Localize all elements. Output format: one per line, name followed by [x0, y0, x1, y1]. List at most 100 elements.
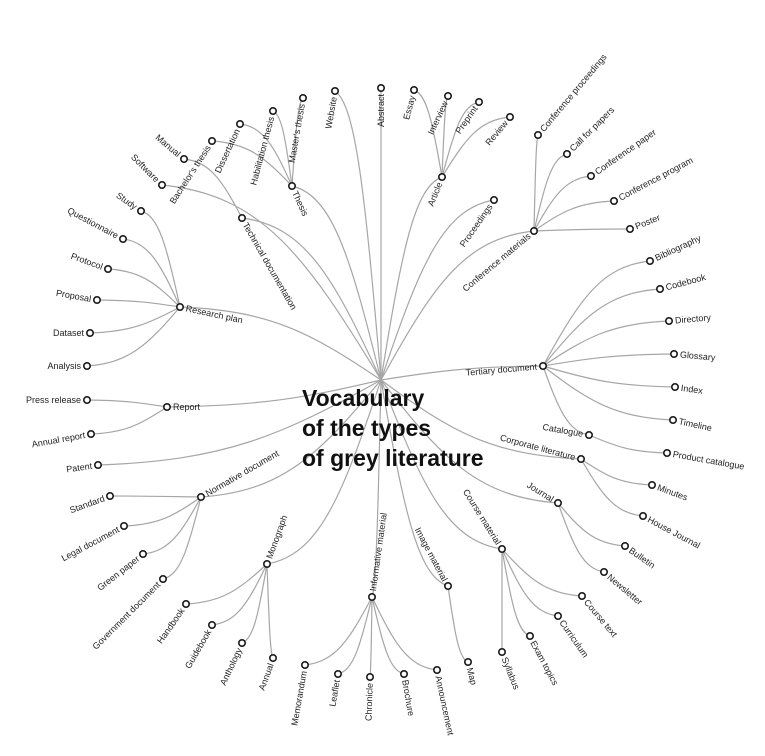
label-brochure: Brochure [400, 679, 416, 717]
edge-minutes [580, 458, 653, 486]
edge-index [542, 365, 676, 388]
node-catalogue [584, 430, 593, 439]
label-house-journal: House Journal [646, 514, 702, 550]
label-leaflet: Leaflet [327, 679, 342, 708]
node-analysis [83, 361, 92, 370]
label-legal-document: Legal document [60, 524, 122, 563]
label-review: Review [483, 118, 510, 147]
edge-image-material [380, 379, 449, 587]
label-timeline: Timeline [678, 416, 713, 433]
label-memorandum: Memorandum [289, 670, 308, 726]
label-proposal: Proposal [55, 288, 92, 304]
node-abstract [376, 84, 385, 93]
edge-analysis [86, 306, 181, 367]
node-minutes [647, 480, 656, 489]
edge-conference-materials [380, 230, 535, 381]
edge-directory [542, 320, 670, 367]
label-course-text: Course text [582, 597, 620, 639]
label-patent: Patent [66, 461, 94, 475]
edge-informative-material [371, 379, 382, 598]
edge-curriculum [501, 548, 559, 617]
label-proceedings: Proceedings [458, 202, 495, 249]
node-conference-materials [529, 227, 538, 236]
edge-standard [109, 495, 202, 498]
edge-handbook [185, 563, 268, 605]
label-manual: Manual [154, 132, 183, 159]
edge-proceedings [380, 199, 495, 381]
node-standard [106, 491, 115, 500]
edge-leaflet [337, 596, 373, 675]
label-course-material: Course material [461, 487, 503, 546]
node-conference-program [609, 197, 618, 206]
edge-poster [533, 228, 631, 232]
edge-annual-report [90, 406, 168, 435]
edge-questionnaire [122, 238, 181, 308]
label-annual: Annual [257, 662, 276, 692]
node-announcement [432, 665, 441, 674]
diagram-title: Vocabulary of the types of grey literatu… [302, 383, 484, 473]
label-chronicle: Chronicle [363, 683, 374, 721]
label-monograph: Monograph [264, 514, 289, 560]
node-dissertation [236, 120, 245, 129]
label-green-paper: Green paper [95, 554, 141, 593]
node-research-plan [176, 302, 185, 311]
label-syllabus: Syllabus [500, 656, 522, 692]
node-course-material [497, 544, 506, 553]
node-directory [664, 316, 673, 325]
edge-bulletin [557, 502, 626, 547]
edge-corporate-literature [380, 379, 582, 460]
node-manual [180, 155, 189, 164]
edge-announcement [371, 596, 438, 671]
node-brochure [399, 669, 408, 678]
label-anthology: Anthology [218, 646, 244, 687]
label-announcement: Announcement [433, 675, 455, 737]
label-habilitation-thesis: Habilitation thesis [248, 115, 276, 186]
node-chronicle [365, 672, 374, 681]
edge-course-material [380, 379, 503, 550]
node-interview [443, 92, 452, 101]
node-conference-paper [586, 172, 595, 181]
edge-monograph [266, 379, 382, 565]
edge-product-catalogue [588, 434, 668, 454]
edge-timeline [542, 365, 674, 421]
edge-bibliography [542, 260, 651, 367]
node-image-material [443, 581, 452, 590]
label-dissertation: Dissertation [213, 127, 242, 174]
edge-brochure [371, 596, 405, 675]
label-press-release: Press release [26, 395, 81, 405]
edge-report [166, 379, 382, 408]
label-exam-topics: Exam topics [528, 639, 560, 687]
label-conference-paper: Conference paper [593, 127, 658, 177]
node-essay [409, 86, 418, 95]
edge-protocol [107, 268, 181, 308]
edge-study [140, 210, 181, 308]
edge-website [334, 90, 382, 381]
node-questionnaire [119, 235, 128, 244]
node-master-s-thesis [298, 94, 307, 103]
label-map: Map [465, 667, 479, 687]
node-press-release [83, 395, 92, 404]
edge-codebook [542, 288, 661, 367]
label-handbook: Handbook [155, 606, 187, 646]
label-poster: Poster [634, 212, 662, 231]
label-directory: Directory [675, 312, 712, 325]
edge-technical-documentation [241, 217, 382, 381]
node-house-journal [638, 511, 647, 520]
label-dataset: Dataset [53, 328, 85, 338]
node-conference-proceedings [533, 131, 542, 140]
edge-annual [266, 563, 274, 659]
label-call-for-papers: Call for papers [568, 104, 617, 153]
label-study: Study [114, 190, 139, 212]
label-tertiary-document: Tertiary document [465, 361, 538, 377]
edge-conference-paper [533, 175, 592, 232]
label-website: Website [323, 96, 338, 130]
edge-software [161, 184, 382, 381]
node-software [158, 181, 167, 190]
node-newsletter [599, 567, 608, 576]
edge-thesis [291, 185, 382, 381]
edge-call-for-papers [533, 153, 568, 232]
node-annual [268, 653, 277, 662]
node-curriculum [553, 611, 562, 620]
node-protocol [104, 264, 113, 273]
